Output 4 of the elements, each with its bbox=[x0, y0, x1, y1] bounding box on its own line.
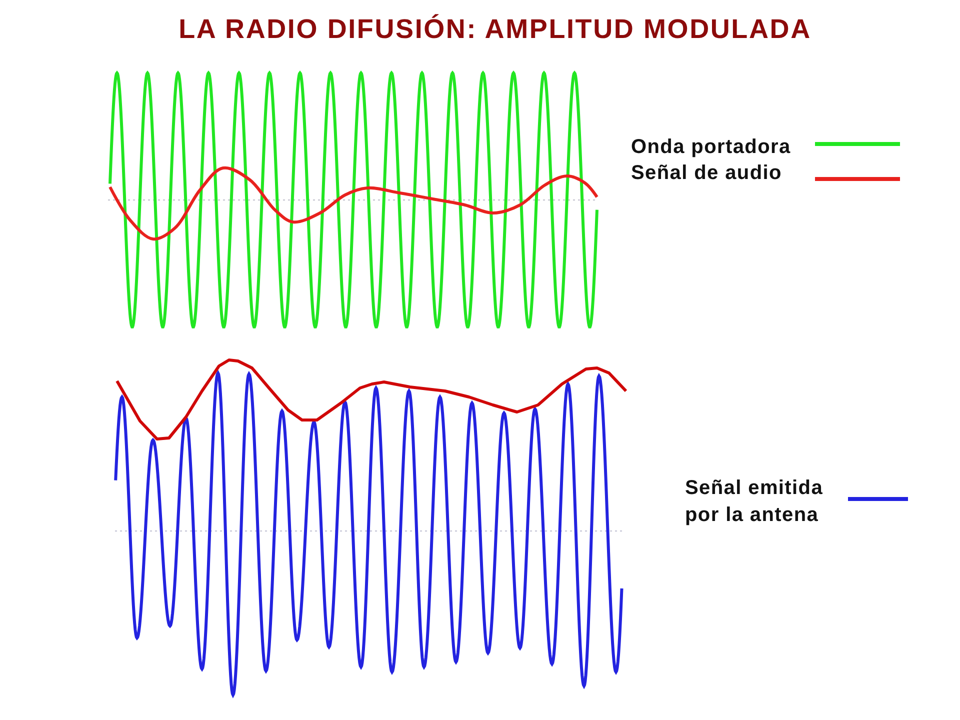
legend-label: Señal de audio bbox=[631, 161, 783, 185]
legend-label: Onda portadora bbox=[631, 135, 792, 159]
title: LA RADIO DIFUSIÓN: AMPLITUD MODULADA bbox=[178, 14, 812, 45]
legend-label: Señal emitida por la antena bbox=[685, 476, 824, 528]
